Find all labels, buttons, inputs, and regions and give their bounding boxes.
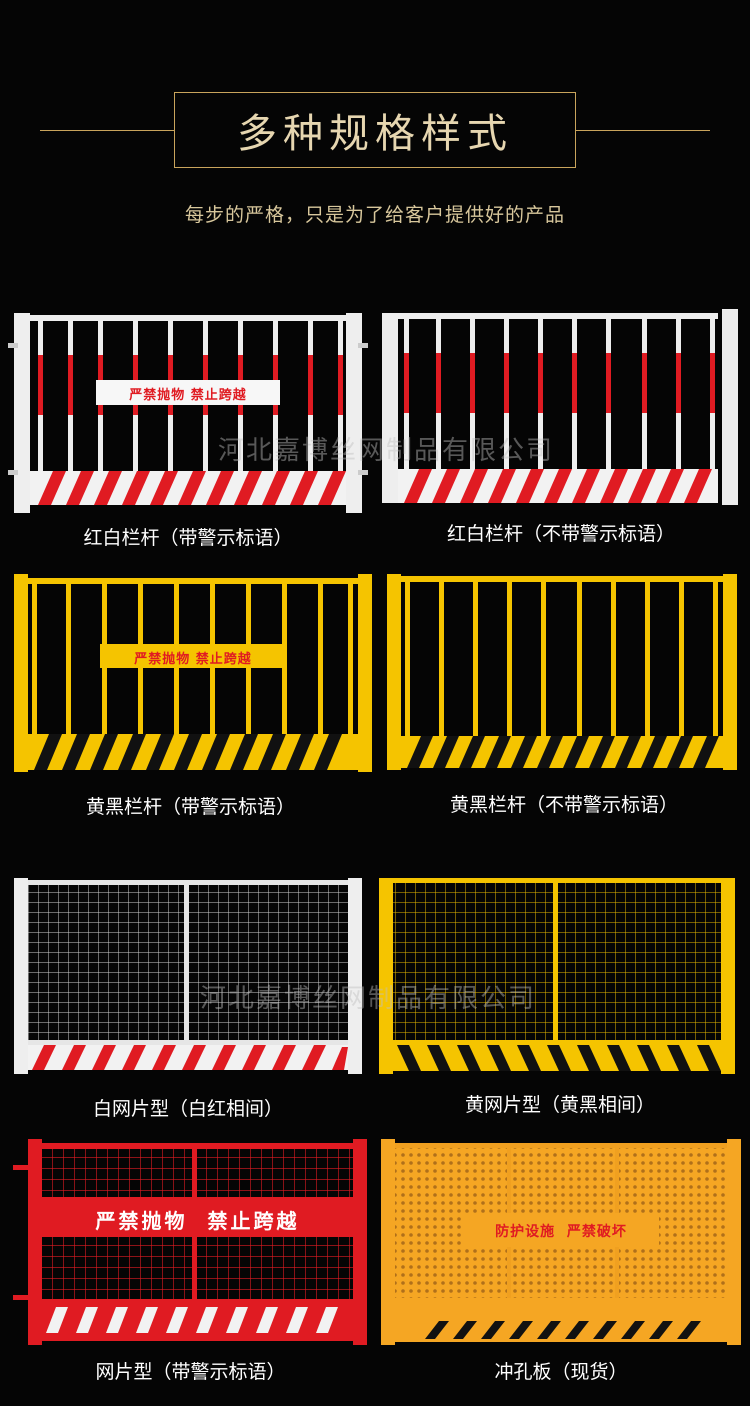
product-red-white-rail-with-sign: 严禁抛物 禁止跨越 红白栏杆（带警示标语） (8, 305, 368, 560)
warning-sign-text: 严禁抛物 禁止跨越 (95, 1209, 300, 1233)
product-caption: 红白栏杆（带警示标语） (83, 527, 293, 549)
product-yellow-mesh-panel: 黄网片型（黄黑相间） (375, 872, 745, 1122)
product-caption: 白网片型（白红相间） (92, 1098, 283, 1120)
page-subtitle: 每步的严格，只是为了给客户提供好的产品 (184, 204, 565, 226)
header: 多种规格样式 每步的严格，只是为了给客户提供好的产品 (0, 0, 750, 260)
product-perforated-panel: 防护设施 严禁破坏 冲孔板（现货） (375, 1135, 747, 1395)
warning-sign-text: 严禁抛物 禁止跨越 (134, 652, 252, 667)
product-caption: 红白栏杆（不带警示标语） (446, 523, 675, 545)
product-yellow-black-rail-with-sign: 严禁抛物 禁止跨越 黄黑栏杆（带警示标语） (8, 570, 373, 825)
product-caption: 冲孔板（现货） (494, 1361, 628, 1383)
title-box: 多种规格样式 (174, 92, 576, 168)
yellow-black-rail-fence-image (14, 574, 372, 772)
white-mesh-fence-image (14, 878, 362, 1074)
product-caption: 黄黑栏杆（不带警示标语） (449, 794, 678, 816)
yellow-black-rail-fence-image (387, 574, 737, 770)
product-yellow-black-rail-no-sign: 黄黑栏杆（不带警示标语） (383, 570, 745, 825)
red-white-rail-fence-image (382, 309, 738, 505)
product-caption: 黄网片型（黄黑相间） (464, 1094, 655, 1116)
product-red-white-rail-no-sign: 红白栏杆（不带警示标语） (380, 305, 742, 560)
product-white-mesh-panel: 白网片型（白红相间） (8, 872, 368, 1122)
red-white-rail-fence-image (8, 313, 368, 513)
product-caption: 黄黑栏杆（带警示标语） (85, 796, 295, 818)
page-title: 多种规格样式 (237, 111, 513, 157)
product-red-mesh-with-sign: 严禁抛物 禁止跨越 网片型（带警示标语） (8, 1135, 373, 1395)
title-line-left (40, 130, 174, 131)
yellow-mesh-fence-image (379, 878, 735, 1074)
warning-sign-text: 严禁抛物 禁止跨越 (129, 388, 247, 403)
red-mesh-fence-image (13, 1139, 367, 1345)
perforated-panel-fence-image (381, 1139, 741, 1345)
warning-sign-text: 防护设施 严禁破坏 (495, 1224, 627, 1240)
title-line-right (576, 130, 710, 131)
product-caption: 网片型（带警示标语） (95, 1361, 286, 1383)
